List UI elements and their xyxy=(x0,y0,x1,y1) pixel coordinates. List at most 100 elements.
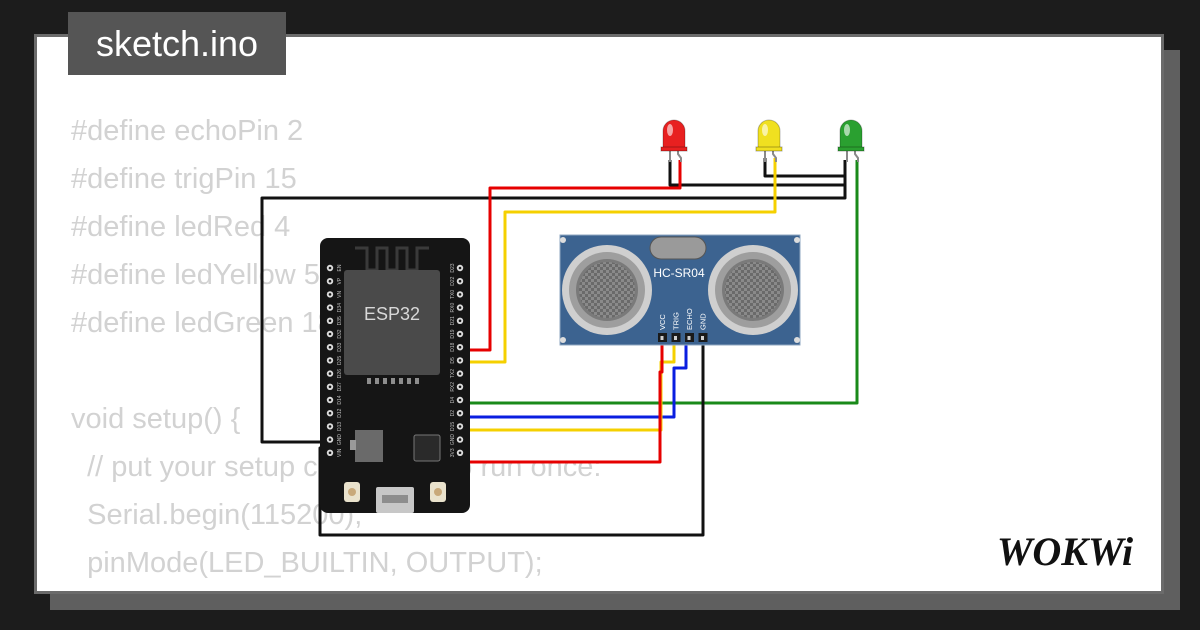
led-body xyxy=(757,119,781,151)
sensor-pin-label: TRIG xyxy=(672,312,681,330)
code-background: #define echoPin 2#define trigPin 15#defi… xyxy=(71,107,601,591)
code-line: #define ledGreen 18 xyxy=(71,307,334,339)
esp32-pin-label: RX0 xyxy=(450,303,456,313)
led-rim xyxy=(660,146,688,152)
esp32-pin-label: D21 xyxy=(450,316,456,325)
esp32-pin-label: D34 xyxy=(337,303,343,312)
esp32-pin-center xyxy=(328,332,332,336)
esp32-pin-center xyxy=(328,385,332,389)
esp32-pin-center xyxy=(458,385,462,389)
esp32-right-pins: D23D22TX0RX0D21D19D18D5TX2RX2D4D2D15GND3… xyxy=(450,263,464,457)
led-yellow[interactable] xyxy=(755,119,783,162)
sensor-pin-metal[interactable] xyxy=(701,336,704,340)
esp32-pin-label: VIN xyxy=(337,448,343,457)
sensor-pin-metal[interactable] xyxy=(674,336,677,340)
esp32-pin-center xyxy=(458,332,462,336)
voltage-regulator xyxy=(355,430,383,462)
esp32-pin-label: RX2 xyxy=(450,382,456,392)
module-pad xyxy=(407,378,411,384)
esp32-pin-center xyxy=(328,425,332,428)
code-line: void setup() { xyxy=(71,403,241,435)
esp32-pin-label: D26 xyxy=(337,369,343,378)
esp32-pin-center xyxy=(458,359,462,362)
code-line: #define echoPin 2 xyxy=(71,115,304,147)
module-pad xyxy=(367,378,371,384)
mount-hole-bl xyxy=(560,337,566,343)
led-anode-leg xyxy=(772,150,777,162)
esp32-pin-center xyxy=(328,372,332,375)
sensor-pin-labels: VCC TRIG ECHO GND xyxy=(658,308,708,330)
esp32-pin-center xyxy=(328,306,332,309)
wire-red-signal xyxy=(460,160,682,352)
esp32-pin-label: VN xyxy=(337,291,343,298)
sensor-pin-label: VCC xyxy=(658,314,667,330)
led-anode-leg xyxy=(677,150,682,162)
esp32-left-pins: ENVPVND34D35D32D33D25D26D27D14D12D13GNDV… xyxy=(326,264,343,457)
mount-hole-br xyxy=(794,337,800,343)
code-line: #define ledRed 4 xyxy=(71,211,291,243)
led-rim xyxy=(755,146,783,152)
sensor-pin-label: ECHO xyxy=(685,308,694,330)
esp32-pin-label: D4 xyxy=(450,397,456,404)
boot-button-cap xyxy=(348,488,356,496)
esp32-pin-label: D18 xyxy=(450,342,456,351)
esp32-pin-center xyxy=(328,279,332,283)
wire-led-red-cathode xyxy=(668,160,845,187)
esp32-pin-label: GND xyxy=(337,434,343,446)
sensor-pin-label: GND xyxy=(699,313,708,330)
esp32-pin-label: 3V3 xyxy=(450,448,456,457)
esp32-pin-center xyxy=(328,345,332,349)
esp32-pin-label: TX2 xyxy=(450,369,456,378)
led-green[interactable] xyxy=(837,119,865,162)
transmitter-transducer xyxy=(562,245,652,335)
esp32-pin-label: EN xyxy=(337,264,343,271)
regulator-tab xyxy=(350,440,356,450)
esp32-pin-center xyxy=(328,438,332,441)
esp32-board[interactable]: ESP32 ENVPVND34D35D32D33D25D26D27D14D12D… xyxy=(320,238,470,513)
code-line: Serial.begin(115200); xyxy=(71,499,363,531)
esp32-pin-center xyxy=(458,345,462,349)
esp32-pin-center xyxy=(328,451,332,455)
esp32-pin-label: D13 xyxy=(337,422,343,431)
esp32-pin-center xyxy=(458,438,462,441)
esp32-pin-label: D35 xyxy=(337,316,343,325)
module-pad xyxy=(399,378,403,384)
esp32-pin-label: VP xyxy=(337,277,343,284)
led-rim xyxy=(837,146,865,152)
wire-echo-red xyxy=(460,340,664,464)
esp32-pin-center xyxy=(458,266,462,270)
esp32-pin-label: D25 xyxy=(337,356,343,365)
leds xyxy=(660,119,865,162)
led-red[interactable] xyxy=(660,119,688,162)
filename-tab[interactable]: sketch.ino xyxy=(68,12,286,75)
led-highlight xyxy=(844,124,850,136)
esp32-pin-center xyxy=(328,293,332,296)
esp32-module xyxy=(344,270,440,375)
wokwi-logo-text: WOKWi xyxy=(997,529,1133,574)
led-highlight xyxy=(667,124,673,136)
esp32-chip-label: ESP32 xyxy=(364,304,420,324)
micro-usb-slot xyxy=(382,495,408,503)
sensor-pin-metal[interactable] xyxy=(687,336,691,340)
wire-green-signal xyxy=(460,160,859,405)
wires xyxy=(260,158,859,537)
module-pad xyxy=(415,378,419,384)
wire-trig-blue xyxy=(460,340,688,419)
esp32-pin-center xyxy=(458,306,462,309)
esp32-pin-label: D15 xyxy=(450,422,456,431)
receiver-transducer xyxy=(708,245,798,335)
esp32-pin-center xyxy=(458,279,462,283)
module-pad xyxy=(383,378,387,384)
esp32-pin-label: D33 xyxy=(337,342,343,351)
usb-uart-chip xyxy=(413,434,441,462)
sensor-pin-metal[interactable] xyxy=(660,336,664,340)
esp32-pin-center xyxy=(458,425,462,428)
wire-yellow-signal xyxy=(460,158,777,364)
esp32-pin-center xyxy=(458,319,462,323)
wokwi-logo[interactable]: WOKWi xyxy=(978,525,1153,577)
esp32-pin-center xyxy=(458,372,462,375)
esp32-pin-center xyxy=(458,411,462,415)
esp32-pin-label: D5 xyxy=(450,357,456,364)
esp32-pin-label: D12 xyxy=(337,408,343,417)
